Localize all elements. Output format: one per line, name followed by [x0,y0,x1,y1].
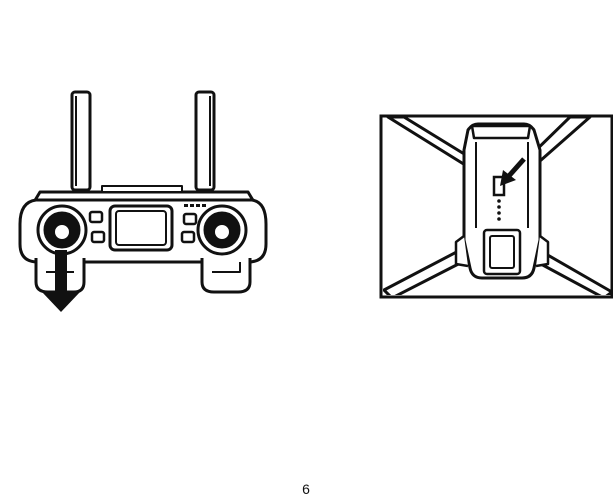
power-button [492,175,506,197]
button-left-bottom [90,230,106,244]
button-right-top [182,212,198,226]
button-left-top [88,210,104,224]
indicator-lights [184,204,206,207]
diagonal-arrow-icon [500,157,526,186]
drone-icon [383,117,611,295]
down-arrow-icon [42,250,80,312]
left-stick [36,204,88,256]
remote-controller-icon [18,90,268,294]
page-number: 6 [302,482,310,496]
right-grip [200,258,252,294]
battery-level-dots [497,199,501,221]
right-antenna [194,90,216,192]
button-right-bottom [180,230,196,244]
right-stick [196,204,248,256]
left-antenna [70,90,92,192]
